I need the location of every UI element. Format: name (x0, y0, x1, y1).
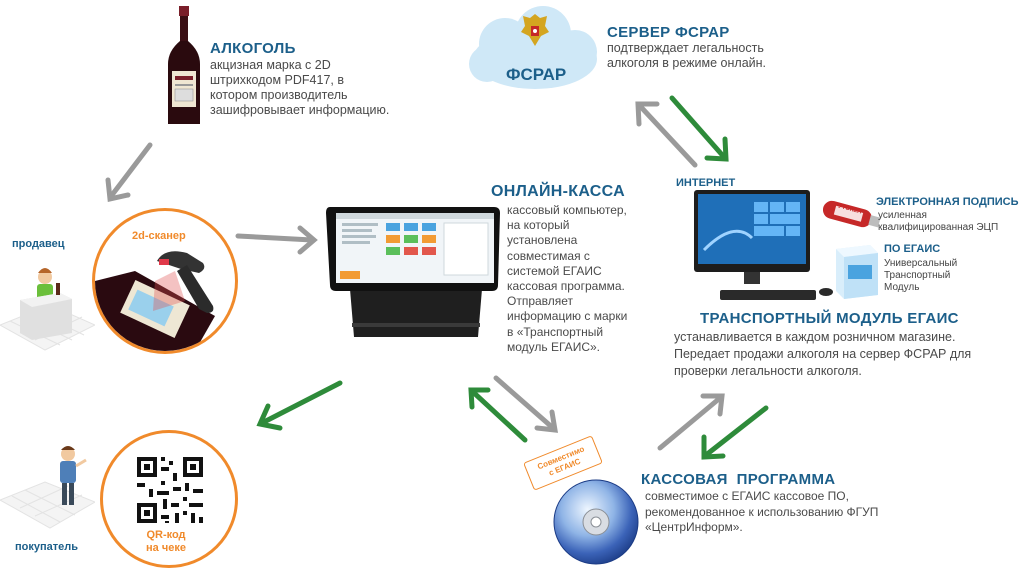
wine-bottle-image (168, 6, 200, 124)
arrow-register-to-program (493, 375, 559, 433)
buyer-figure (0, 446, 95, 529)
seller-label: продавец (12, 238, 65, 250)
alcohol-description: акцизная марка с 2D штрихкодом PDF417, в… (210, 58, 390, 117)
seller-figure (0, 268, 95, 351)
fsrar-cloud-label: ФСРАР (506, 65, 567, 84)
cash-program-title: КАССОВАЯ ПРОГРАММА (641, 471, 836, 488)
arrow-fsrar-to-module (669, 95, 729, 162)
internet-label: ИНТЕРНЕТ (676, 177, 736, 189)
fsrar-server-description: подтверждает легальность алкоголя в режи… (607, 41, 767, 70)
qr-code-icon (137, 457, 203, 523)
arrow-bottle-to-scanner (105, 142, 153, 203)
scanner-label: 2d-сканер (132, 230, 186, 242)
buyer-label: покупатель (15, 541, 79, 553)
arrow-module-to-fsrar (635, 101, 698, 168)
qr-circle (100, 430, 238, 568)
scanner-circle (92, 208, 238, 354)
arrow-register-to-receipt (256, 380, 343, 431)
egais-software-title: ПО ЕГАИС (884, 243, 941, 255)
arrow-program-to-module (657, 393, 725, 451)
cd-disc-icon (553, 479, 639, 565)
cash-program-description: совместимое с ЕГАИС кассовое ПО, рекомен… (645, 489, 879, 534)
software-box-icon (836, 245, 878, 299)
arrow-program-to-register (468, 387, 528, 443)
online-register-title: ОНЛАЙН-КАССА (491, 183, 625, 200)
egais-software-description: Универсальный Транспортный Модуль (884, 258, 958, 293)
coat-of-arms-icon (521, 14, 549, 46)
e-signature-title: ЭЛЕКТРОННАЯ ПОДПИСЬ (876, 196, 1019, 208)
desktop-computer-image (694, 190, 833, 300)
alcohol-title: АЛКОГОЛЬ (210, 40, 296, 57)
transport-module-description: устанавливается в каждом розничном магаз… (674, 330, 972, 378)
arrow-module-to-program (701, 405, 769, 460)
fsrar-server-title: СЕРВЕР ФСРАР (607, 24, 730, 41)
online-register-description: кассовый компьютер, на который установле… (507, 203, 628, 354)
arrow-scanner-to-register (235, 225, 318, 255)
transport-module-title: ТРАНСПОРТНЫЙ МОДУЛЬ ЕГАИС (700, 310, 959, 327)
e-signature-description: усиленная квалифицированная ЭЦП (878, 210, 999, 233)
qr-label: QR-код на чеке (146, 529, 186, 554)
usb-token-icon (822, 200, 881, 228)
pos-terminal-image (326, 207, 500, 337)
scanner-illustration (95, 251, 215, 351)
